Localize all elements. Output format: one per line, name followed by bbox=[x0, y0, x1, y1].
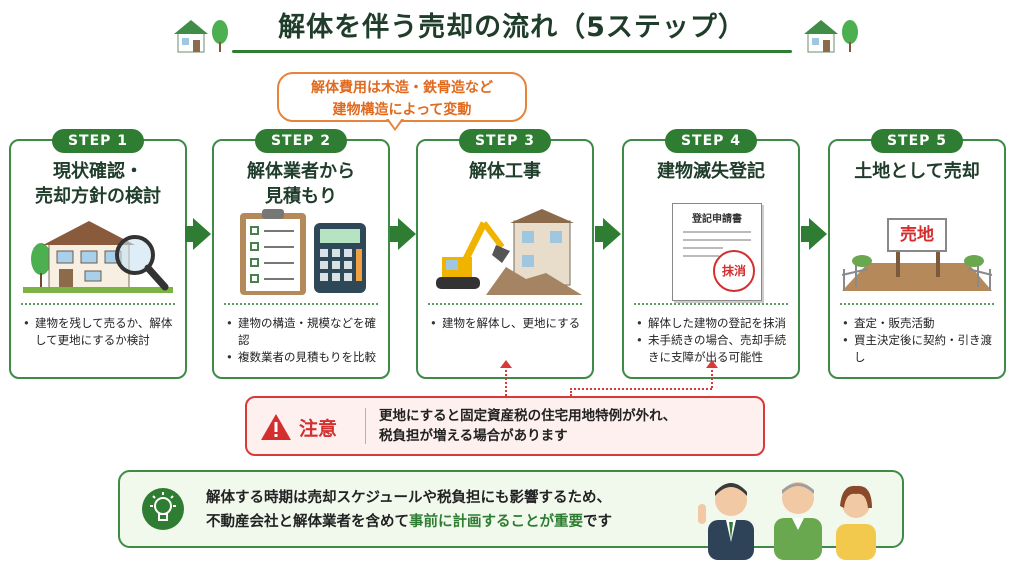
estimate-illustration bbox=[240, 209, 366, 295]
step-5-bullet: 査定・販売活動 bbox=[842, 315, 998, 332]
house-icon bbox=[804, 20, 858, 53]
callout-tail-inner bbox=[388, 118, 402, 128]
step-1-bullet: 建物を残して売るか、解体して更地にするか検討 bbox=[23, 315, 179, 349]
caution-line-2: 税負担が増える場合があります bbox=[379, 428, 568, 444]
title-underline bbox=[232, 50, 792, 53]
step-2-title-line-1: 解体業者から bbox=[247, 161, 355, 182]
step-2-title: 解体業者から 見積もり bbox=[214, 159, 388, 209]
step-1-title-line-1: 現状確認・ bbox=[53, 161, 143, 182]
step-3-bullets: 建物を解体し、更地にする bbox=[430, 315, 586, 332]
caution-connector bbox=[570, 388, 572, 396]
arrow-right-icon bbox=[398, 218, 416, 250]
step-1-badge: STEP 1 bbox=[52, 129, 144, 153]
caution-connector bbox=[570, 388, 712, 390]
tip-line-2-pre: 不動産会社と解体業者を含めて bbox=[206, 514, 409, 530]
house-inspection-illustration bbox=[23, 221, 173, 293]
step-1-title: 現状確認・ 売却方針の検討 bbox=[11, 159, 185, 209]
tip-line-1: 解体する時期は売却スケジュールや税負担にも影響するため、 bbox=[206, 490, 611, 506]
arrow-right-icon bbox=[809, 218, 827, 250]
tip-highlight: 事前に計画することが重要 bbox=[409, 514, 583, 530]
title-house-left bbox=[170, 14, 232, 54]
step-3-divider bbox=[428, 303, 582, 305]
step-5-bullets: 査定・販売活動 買主決定後に契約・引き渡し bbox=[842, 315, 998, 366]
step-3-title-line-1: 解体工事 bbox=[469, 161, 541, 182]
step-1-title-line-2: 売却方針の検討 bbox=[35, 186, 161, 207]
step-4-title-line-1: 建物滅失登記 bbox=[657, 161, 765, 182]
person-man-sweater bbox=[774, 482, 822, 560]
caution-text: 更地にすると固定資産税の住宅用地特例が外れ、 税負担が増える場合があります bbox=[379, 406, 676, 446]
step-4-divider bbox=[634, 303, 788, 305]
caution-line-1: 更地にすると固定資産税の住宅用地特例が外れ、 bbox=[379, 408, 677, 424]
connector-arrowhead bbox=[500, 360, 512, 368]
tip-line-2-post: です bbox=[583, 514, 612, 530]
step-2-badge: STEP 2 bbox=[255, 129, 347, 153]
arrow-right-icon bbox=[193, 218, 211, 250]
stamp-mark: 抹消 bbox=[713, 250, 755, 292]
tip-box: 解体する時期は売却スケジュールや税負担にも影響するため、 不動産会社と解体業者を… bbox=[118, 470, 904, 548]
step-3-badge: STEP 3 bbox=[459, 129, 551, 153]
for-sale-sign: 売地 bbox=[900, 225, 934, 245]
arrow-right-icon bbox=[603, 218, 621, 250]
title-wrap: 解体を伴う売却の流れ（5ステップ） bbox=[230, 8, 794, 52]
step-1-bullets: 建物を残して売るか、解体して更地にするか検討 bbox=[23, 315, 179, 349]
vacant-lot-graphic bbox=[841, 218, 993, 291]
house-icon bbox=[174, 20, 228, 53]
caution-separator bbox=[365, 408, 366, 444]
document-title: 登記申請書 bbox=[692, 214, 742, 225]
step-5-title-line-1: 土地として売却 bbox=[854, 161, 980, 182]
callout-line-2: 建物構造によって変動 bbox=[332, 102, 472, 118]
step-4-bullet: 解体した建物の登記を抹消 bbox=[636, 315, 792, 332]
step-4-badge: STEP 4 bbox=[665, 129, 757, 153]
demolition-illustration bbox=[436, 209, 582, 295]
arrow-right-icon bbox=[595, 226, 605, 242]
cost-callout: 解体費用は木造・鉄骨造など 建物構造によって変動 bbox=[277, 72, 527, 122]
step-4-bullet: 未手続きの場合、売却手続きに支障が出る可能性 bbox=[636, 332, 792, 366]
arrow-right-icon bbox=[185, 226, 195, 242]
land-for-sale-illustration: 売地 bbox=[838, 207, 996, 297]
step-4-title: 建物滅失登記 bbox=[624, 159, 798, 184]
step-5-bullet: 買主決定後に契約・引き渡し bbox=[842, 332, 998, 366]
arrow-right-icon bbox=[390, 226, 400, 242]
callout-line-1: 解体費用は木造・鉄骨造など bbox=[311, 80, 493, 96]
title-house-right bbox=[800, 14, 862, 54]
lightbulb-icon bbox=[142, 488, 184, 530]
step-3-title: 解体工事 bbox=[418, 159, 592, 184]
step-1-divider bbox=[21, 303, 175, 305]
step-2-title-line-2: 見積もり bbox=[265, 186, 337, 207]
caution-connector bbox=[505, 366, 507, 396]
tip-line-2: 不動産会社と解体業者を含めて事前に計画することが重要です bbox=[206, 510, 612, 534]
step-2-card: 解体業者から 見積もり 建物の構造・規模などを確認 複数業者の見積もりを比較 bbox=[212, 139, 390, 379]
step-2-bullet: 複数業者の見積もりを比較 bbox=[226, 349, 382, 366]
step-5-card: 土地として売却 売地 査定・販売活動 買主決定後に契約・引き渡し bbox=[828, 139, 1006, 379]
step-5-divider bbox=[840, 303, 994, 305]
person-man-suit bbox=[698, 483, 754, 560]
step-2-divider bbox=[224, 303, 378, 305]
step-1-card: 現状確認・ 売却方針の検討 建物を残して売るか、解体して更地にするか検討 bbox=[9, 139, 187, 379]
step-3-bullet: 建物を解体し、更地にする bbox=[430, 315, 586, 332]
step-5-badge: STEP 5 bbox=[871, 129, 963, 153]
step-3-card: 解体工事 建物を解体し、更地にする bbox=[416, 139, 594, 379]
step-4-bullets: 解体した建物の登記を抹消 未手続きの場合、売却手続きに支障が出る可能性 bbox=[636, 315, 792, 366]
registration-document-illustration: 登記申請書 抹消 bbox=[632, 203, 790, 301]
caution-box: 注意 更地にすると固定資産税の住宅用地特例が外れ、 税負担が増える場合があります bbox=[245, 396, 765, 456]
step-4-card: 建物滅失登記 登記申請書 抹消 解体した建物の登記を抹消 未手続きの場合、売却手… bbox=[622, 139, 800, 379]
step-2-bullets: 建物の構造・規模などを確認 複数業者の見積もりを比較 bbox=[226, 315, 382, 366]
step-5-title: 土地として売却 bbox=[830, 159, 1004, 184]
warning-icon bbox=[261, 414, 291, 440]
caution-connector bbox=[711, 366, 713, 388]
step-2-bullet: 建物の構造・規模などを確認 bbox=[226, 315, 382, 349]
advisors-illustration bbox=[698, 482, 876, 560]
lightbulb-icon bbox=[150, 492, 176, 521]
connector-arrowhead bbox=[706, 360, 718, 368]
caution-label: 注意 bbox=[299, 418, 338, 440]
arrow-right-icon bbox=[801, 226, 811, 242]
tip-text: 解体する時期は売却スケジュールや税負担にも影響するため、 不動産会社と解体業者を… bbox=[206, 486, 612, 534]
page-title: 解体を伴う売却の流れ（5ステップ） bbox=[278, 12, 746, 43]
person-woman bbox=[836, 485, 876, 560]
